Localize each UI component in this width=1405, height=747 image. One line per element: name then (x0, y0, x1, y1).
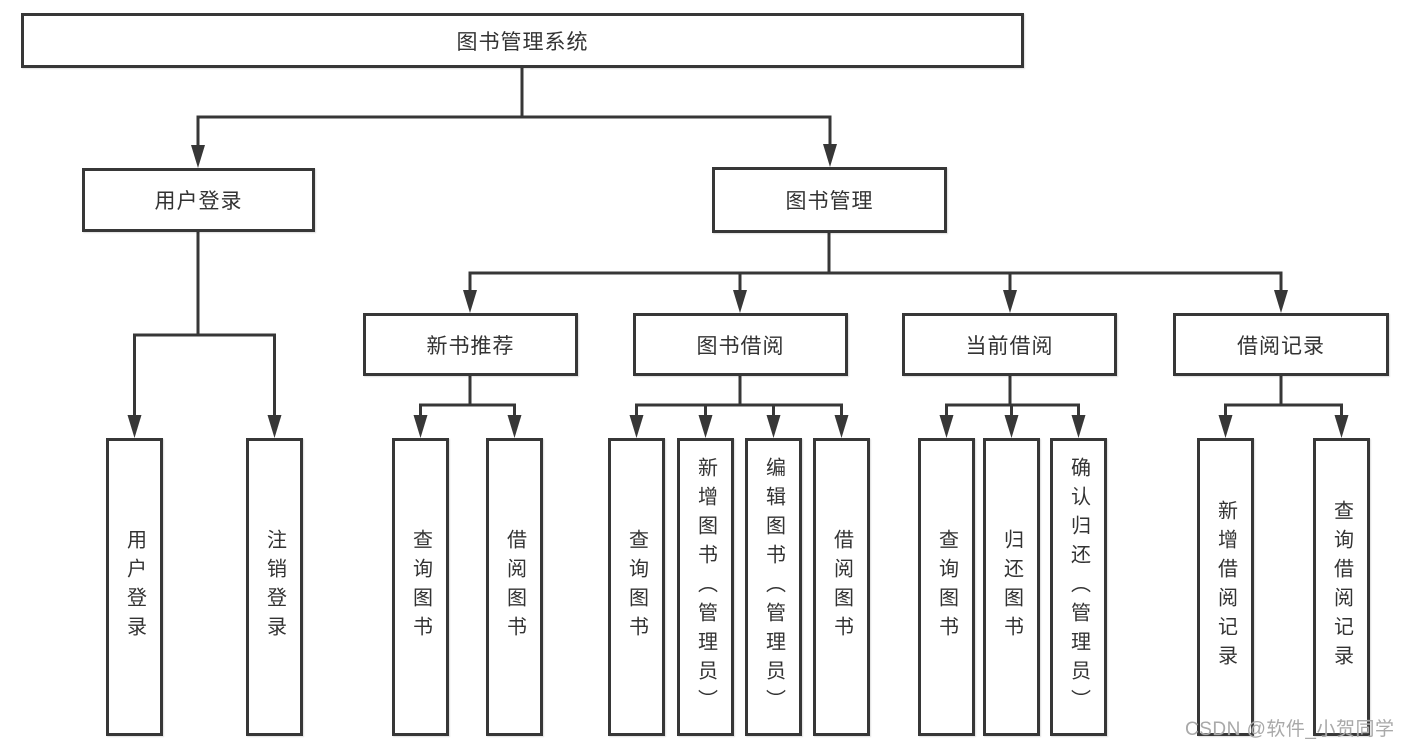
csdn-watermark: CSDN @软件_小贺同学 (1185, 719, 1395, 740)
leaf-query-books-current-label: 查询图书 (935, 529, 958, 645)
node-borrowing-records: 借阅记录 (1173, 313, 1389, 376)
node-book-borrowing: 图书借阅 (633, 313, 848, 376)
leaf-query-books-current: 查询图书 (918, 438, 975, 736)
leaf-edit-books-admin: 编辑图书（管理员） (745, 438, 802, 736)
leaf-borrow-books-borrowing-label: 借阅图书 (830, 529, 853, 645)
leaf-query-books-borrowing-label: 查询图书 (625, 529, 648, 645)
leaf-edit-books-admin-label: 编辑图书（管理员） (762, 456, 785, 718)
leaf-query-borrow-record: 查询借阅记录 (1313, 438, 1370, 736)
leaf-borrow-books-recommend: 借阅图书 (486, 438, 543, 736)
node-current-borrowing: 当前借阅 (902, 313, 1117, 376)
leaf-return-books-label: 归还图书 (1000, 529, 1023, 645)
arrowheads (127, 144, 1349, 438)
leaf-logout-login-label: 注销登录 (263, 529, 286, 645)
node-library-management-system-label: 图书管理系统 (456, 30, 589, 54)
leaf-query-books-recommend-label: 查询图书 (409, 529, 432, 645)
node-book-borrowing-label: 图书借阅 (696, 334, 785, 358)
leaf-add-books-admin: 新增图书（管理员） (677, 438, 734, 736)
leaf-query-borrow-record-label: 查询借阅记录 (1330, 500, 1353, 674)
leaf-query-books-recommend: 查询图书 (392, 438, 449, 736)
node-current-borrowing-label: 当前借阅 (965, 334, 1054, 358)
node-borrowing-records-label: 借阅记录 (1237, 334, 1325, 358)
leaf-add-books-admin-label: 新增图书（管理员） (694, 456, 717, 718)
node-new-book-recommendation: 新书推荐 (363, 313, 578, 376)
node-book-management-label: 图书管理 (785, 190, 874, 213)
node-book-management: 图书管理 (712, 167, 947, 233)
leaf-borrow-books-recommend-label: 借阅图书 (503, 529, 526, 645)
leaf-borrow-books-borrowing: 借阅图书 (813, 438, 870, 736)
leaf-add-borrow-record-label: 新增借阅记录 (1214, 500, 1237, 674)
node-user-login: 用户登录 (82, 168, 315, 232)
node-library-management-system: 图书管理系统 (21, 13, 1024, 68)
leaf-confirm-return-admin-label: 确认归还（管理员） (1067, 456, 1090, 718)
node-user-login-label: 用户登录 (154, 190, 243, 213)
node-new-book-recommendation-label: 新书推荐 (426, 334, 515, 358)
leaf-user-login-label: 用户登录 (123, 529, 146, 645)
leaf-confirm-return-admin: 确认归还（管理员） (1050, 438, 1107, 736)
leaf-return-books: 归还图书 (983, 438, 1040, 736)
leaf-user-login: 用户登录 (106, 438, 163, 736)
leaf-add-borrow-record: 新增借阅记录 (1197, 438, 1254, 736)
leaf-query-books-borrowing: 查询图书 (608, 438, 665, 736)
leaf-logout-login: 注销登录 (246, 438, 303, 736)
